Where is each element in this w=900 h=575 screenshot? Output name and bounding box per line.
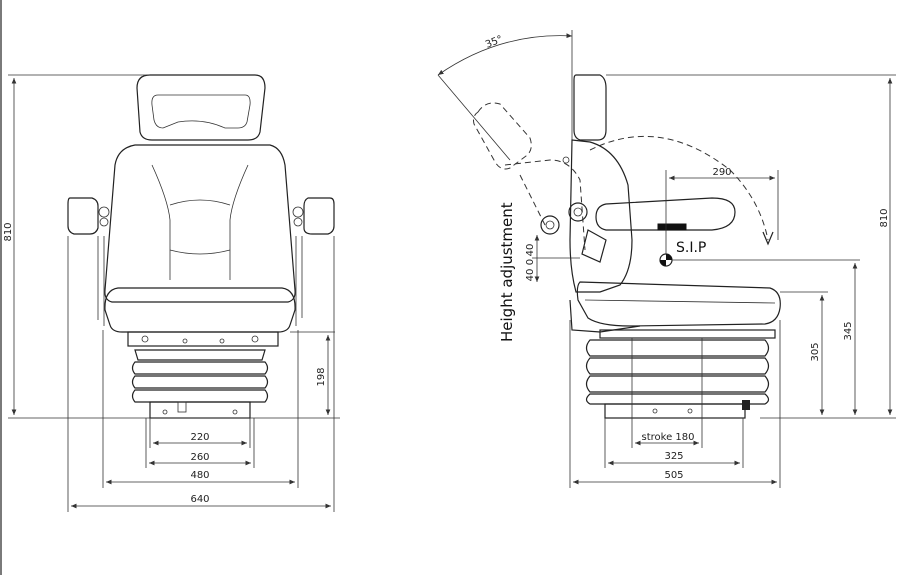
dim-505: 505 [664,470,683,481]
side-armrest [595,197,736,231]
dim-stroke: stroke 180 [642,432,695,443]
sweep-arc [589,135,769,241]
seat-cushion [104,287,296,333]
backrest [104,144,296,303]
suspension-bellows [131,349,269,419]
headrest [136,74,266,141]
dim-220: 220 [190,432,209,443]
front-view: 810 198 220 260 480 640 [3,74,340,512]
side-backrest [569,139,633,293]
dim-40-upper: 40 [525,244,536,257]
side-view: 35° S.I.P 290 [437,30,896,488]
dim-305: 305 [810,342,821,361]
side-seat-cushion [576,281,781,327]
recline-arc [437,33,573,76]
dim-345: 345 [843,321,854,340]
armrest-right [303,197,335,235]
dim-640: 640 [190,494,209,505]
dim-810-side: 810 [879,208,890,227]
dim-290: 290 [712,167,731,178]
armrest-left [67,197,99,235]
side-suspension-bellows [585,329,776,419]
dim-480: 480 [190,470,209,481]
side-headrest [573,74,607,141]
mount-plate [127,331,279,347]
dim-260: 260 [190,452,209,463]
dim-40-lower: 40 [525,269,536,282]
angle-35: 35° [484,34,505,51]
sip-label: S.I.P [676,240,706,256]
dim-325: 325 [664,451,683,462]
dim-810-front: 810 [3,222,14,241]
dim-198: 198 [316,367,327,386]
reclined-backrest [473,102,532,170]
dim-0: 0 [525,259,536,265]
height-adjustment-label: Height adjustment [498,202,516,342]
